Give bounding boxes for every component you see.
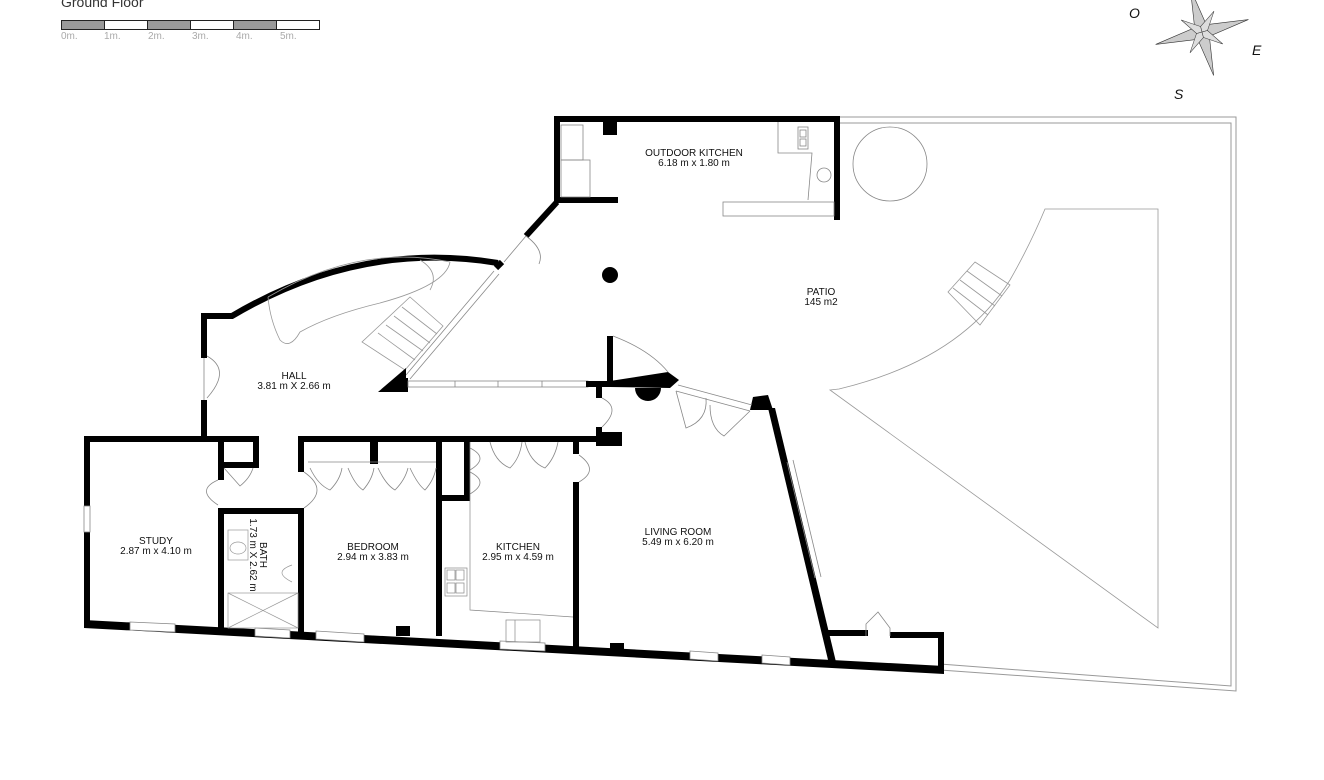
lower-walls <box>84 436 944 672</box>
living-room-side-window <box>786 459 822 579</box>
room-size: 2.95 m x 4.59 m <box>482 552 554 563</box>
scale-label: 4m. <box>236 31 253 42</box>
bath-fixtures <box>227 529 299 629</box>
room-name: PATIO <box>806 287 836 298</box>
floor-title: Ground Floor <box>61 0 144 10</box>
room-kitchen: KITCHEN 2.95 m x 4.59 m <box>482 543 554 563</box>
room-hall: HALL 3.81 m X 2.66 m <box>257 372 330 392</box>
scale-bar: 0m. 1m. 2m. 3m. 4m. 5m. <box>61 20 320 42</box>
living-room-top-window <box>601 335 753 437</box>
room-bedroom: BEDROOM 2.94 m x 3.83 m <box>337 543 409 563</box>
room-size: 5.49 m x 6.20 m <box>642 537 714 548</box>
room-size: 2.87 m x 4.10 m <box>120 546 192 557</box>
room-name: BEDROOM <box>347 542 399 553</box>
room-name: LIVING ROOM <box>644 527 712 538</box>
scale-segment <box>147 20 191 30</box>
room-bath: BATH 1.73 m X 2.62 m <box>247 518 268 592</box>
compass-west-label: O <box>1129 5 1140 21</box>
scale-label: 0m. <box>61 31 78 42</box>
study-window <box>83 505 91 533</box>
hall-front-door <box>203 355 220 400</box>
scale-segment <box>233 20 277 30</box>
compass-east-label: E <box>1252 42 1262 58</box>
outdoor-kitchen-walls <box>554 116 840 220</box>
hall-glass-wall <box>405 270 500 380</box>
diagonal-door <box>503 235 541 265</box>
room-study: STUDY 2.87 m x 4.10 m <box>120 537 192 557</box>
staircase <box>267 256 451 371</box>
scale-segment <box>61 20 105 30</box>
room-living-room: LIVING ROOM 5.49 m x 6.20 m <box>642 528 714 548</box>
scale-label: 2m. <box>148 31 165 42</box>
patio-pool-outline <box>828 208 1159 629</box>
diagonal-wall <box>493 199 560 271</box>
room-name: HALL <box>281 371 307 382</box>
scale-label: 3m. <box>192 31 209 42</box>
hall-walls <box>201 313 408 440</box>
outdoor-kitchen-fixtures <box>560 122 835 217</box>
column <box>602 267 618 283</box>
room-patio: PATIO 145 m2 <box>804 288 837 308</box>
room-outdoor-kitchen: OUTDOOR KITCHEN 6.18 m x 1.80 m <box>645 149 743 169</box>
room-name: OUTDOOR KITCHEN <box>645 148 743 159</box>
room-name: STUDY <box>139 536 173 547</box>
room-size: 1.73 m X 2.62 m <box>247 518 258 592</box>
bottom-windows <box>129 621 791 666</box>
patio-steps <box>947 261 1011 326</box>
room-size: 145 m2 <box>804 297 838 308</box>
lower-doors <box>206 441 891 636</box>
kitchen-fixtures <box>444 500 574 643</box>
scale-label: 5m. <box>280 31 297 42</box>
compass-rose-icon <box>1155 0 1249 76</box>
room-name: KITCHEN <box>496 542 540 553</box>
scale-segment <box>190 20 234 30</box>
hall-glass-partition <box>407 380 589 388</box>
scale-label: 1m. <box>104 31 121 42</box>
compass-south-label: S <box>1174 86 1184 102</box>
patio-round-table <box>852 126 928 202</box>
scale-segment <box>104 20 148 30</box>
room-name: BATH <box>257 542 268 568</box>
room-size: 2.94 m x 3.83 m <box>337 552 409 563</box>
scale-segment <box>276 20 320 30</box>
patio-boundary <box>838 116 1237 692</box>
scale-segments <box>61 20 320 30</box>
hall-curved-wall <box>203 254 499 319</box>
living-room-walls <box>586 336 836 664</box>
room-size: 3.81 m X 2.66 m <box>257 381 331 392</box>
room-size: 6.18 m x 1.80 m <box>658 158 730 169</box>
scale-labels: 0m. 1m. 2m. 3m. 4m. 5m. <box>61 30 320 42</box>
